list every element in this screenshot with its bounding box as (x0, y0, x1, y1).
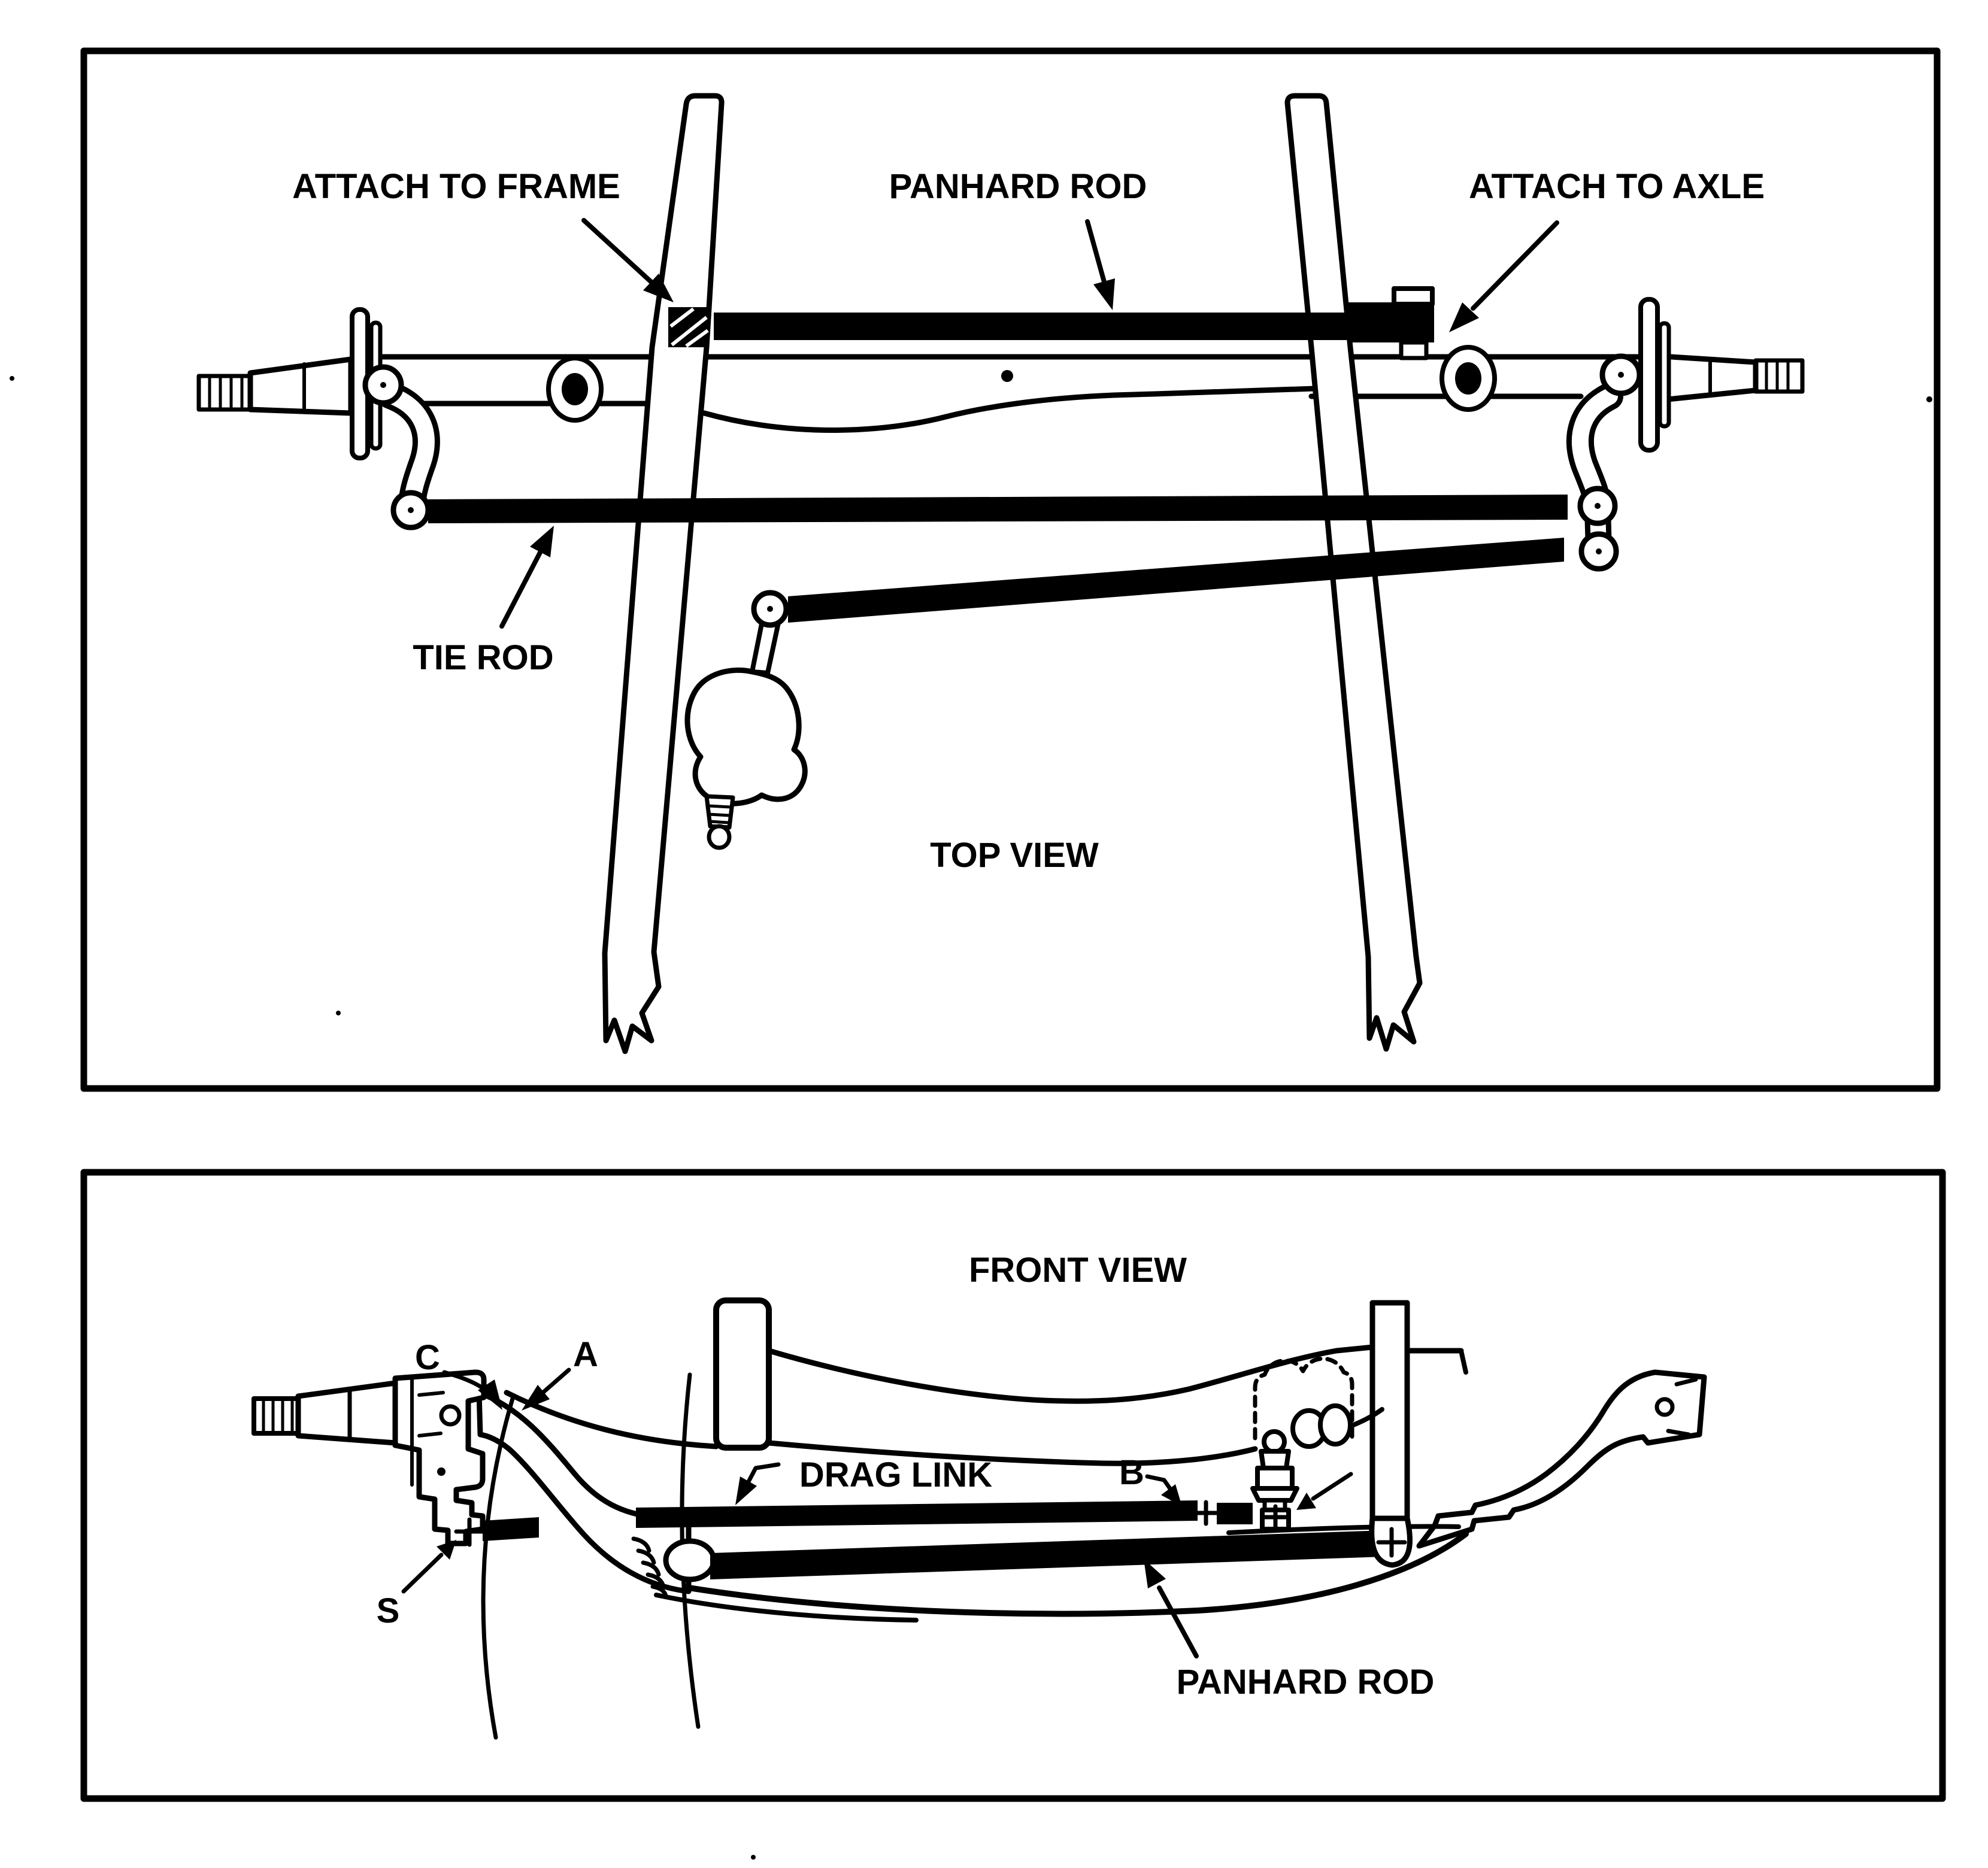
arrow-point-c (442, 1370, 502, 1410)
label-attach-to-frame: ATTACH TO FRAME (292, 167, 620, 206)
left-spindle-front (251, 1380, 398, 1446)
attach-to-axle-fixture (1347, 286, 1435, 360)
adjuster-coil (631, 1536, 668, 1599)
arrow-attach-to-axle (1449, 220, 1559, 332)
panhard-bracket-tip (1369, 1515, 1413, 1568)
scan-speck (1926, 396, 1932, 402)
top-view-annotations: ATTACH TO FRAME PANHARD ROD ATTACH TO AX… (292, 167, 1765, 875)
ball-joints-top (362, 353, 1642, 628)
arrow-attach-to-frame (581, 218, 674, 302)
top-panel-border (80, 47, 1941, 1092)
arrow-point-b (1145, 1474, 1182, 1506)
scan-speck (751, 1855, 756, 1860)
front-view-annotations: FRONT VIEW C A DRAG LINK B (377, 1251, 1435, 1702)
ball-stud-assembly (1250, 1429, 1299, 1532)
caption-front-view: FRONT VIEW (969, 1251, 1187, 1290)
scan-speck (336, 1011, 341, 1015)
label-drag-link: DRAG LINK (799, 1455, 992, 1494)
arrow-point-a (522, 1367, 571, 1411)
right-brake-flange-top (1638, 297, 1671, 453)
label-point-a: A (573, 1335, 598, 1374)
label-panhard-rod-front: PANHARD ROD (1177, 1663, 1435, 1702)
label-panhard-rod-top: PANHARD ROD (889, 167, 1147, 206)
frame-crossmember-front (713, 1297, 1468, 1524)
panel-top-view: ATTACH TO FRAME PANHARD ROD ATTACH TO AX… (80, 47, 1941, 1092)
arrow-panhard-rod-top (1085, 219, 1115, 310)
axle-sweep-short (654, 1593, 919, 1623)
rod-end-socket (663, 1538, 717, 1582)
arrow-drag-link (735, 1462, 781, 1505)
arrow-panhard-rod-front (1144, 1559, 1199, 1658)
caption-top-view: TOP VIEW (930, 836, 1099, 875)
axle-beam-front (476, 1390, 692, 1594)
arrow-tie-rod (499, 526, 554, 629)
right-spindle-top (1659, 353, 1805, 403)
drag-link-front (636, 1500, 1253, 1528)
tie-rod-bar-top (428, 495, 1568, 523)
panhard-rod-bar-front (710, 1530, 1384, 1579)
steering-axis-line (481, 1396, 515, 1740)
label-tie-rod: TIE ROD (413, 638, 553, 677)
drag-link-bar-top (788, 538, 1564, 623)
arrow-ball-stud (1296, 1472, 1353, 1510)
hidden-bracket-outline (1253, 1356, 1354, 1441)
label-point-b: B (1119, 1453, 1144, 1492)
label-point-c: C (415, 1338, 440, 1377)
label-attach-to-axle: ATTACH TO AXLE (1469, 167, 1765, 206)
panel-front-view: FRONT VIEW C A DRAG LINK B (80, 1169, 1946, 1802)
axle-center-dot (1001, 370, 1013, 382)
frame-horn-front (1416, 1369, 1707, 1549)
axle-sweep-lower (678, 1531, 1469, 1617)
front-panel-border (80, 1169, 1946, 1802)
panhard-rod-top (668, 286, 1435, 360)
tie-rod-end-s-joint (454, 1517, 539, 1547)
scan-speck (10, 376, 14, 381)
axle-beam-top (365, 345, 1645, 433)
label-point-s: S (377, 1591, 400, 1630)
panhard-rod-bar-top (714, 313, 1348, 340)
arrow-point-s (401, 1540, 456, 1594)
left-spindle-top (196, 356, 354, 416)
